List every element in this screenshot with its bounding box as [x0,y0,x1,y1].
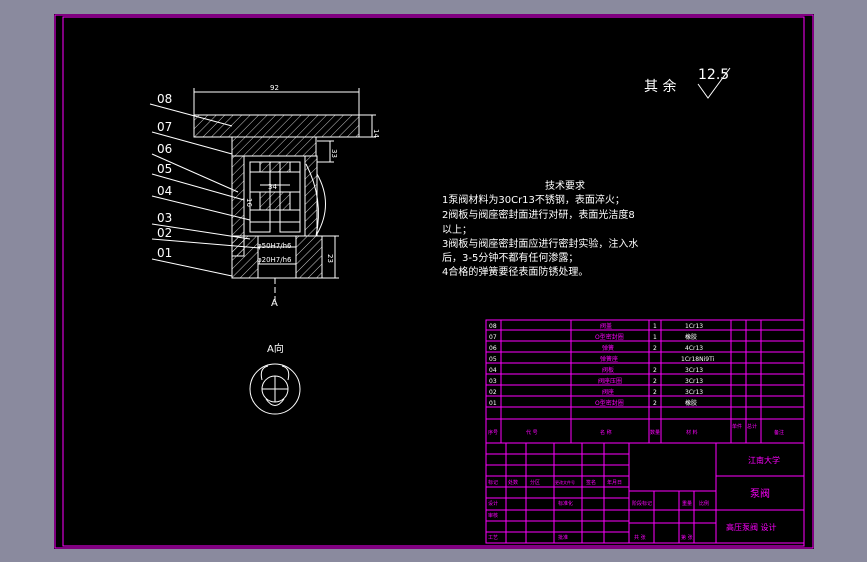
fit-50: φ50H7/h6 [257,242,292,250]
bom-row-1-material: 1Cr13 [685,323,703,330]
tech-line-3: 以上； [442,224,472,236]
bom-row-5-qty: 2 [653,367,657,374]
tb-check: 审核 [488,512,498,519]
bom-row-4-name: 弹簧座 [600,355,618,363]
bom-row-5-material: 3Cr13 [685,367,703,374]
bom-row-7-material: 3Cr13 [685,389,703,396]
bom-row-5-name: 阀板 [602,366,614,374]
section-mark: A [271,298,278,309]
bom-head-total: 总计 [747,423,757,430]
bom-head-unit: 单件 [732,423,742,430]
bom-row-4-no: 05 [489,356,497,363]
part-labels: 08 07 06 05 04 03 02 01 [157,92,172,260]
bom-row-6-name: 阀座压圈 [598,377,622,385]
tech-line-5: 后，3-5分钟不都有任何渗露； [442,251,578,264]
valve-section-view: 92 14 33 34 16 φ50H7/h6 φ20H7/h6 [149,84,380,309]
part-label-08: 08 [157,92,172,106]
bom-head-material: 材 料 [686,429,698,436]
tb-sheets: 共 张 [634,534,646,541]
bom-row-1-no: 08 [489,323,497,330]
fit-20: φ20H7/h6 [257,256,292,264]
bom-row-3-material: 4Cr13 [685,345,703,352]
bom-row-3-name: 弹簧 [602,344,614,352]
part-label-04: 04 [157,184,172,198]
tb-label-date: 年月日 [607,479,622,486]
part-label-03: 03 [157,211,172,225]
bom-row-2-name: O型密封圈 [595,333,624,341]
tb-std: 标准化 [558,500,573,507]
dim-34: 34 [268,183,277,191]
drawing-sheet: 其 余 12.5 技术要求 1泵阀材料为30Cr13不锈钢，表面淬火； 2阀板与… [54,14,814,549]
bom-row-3-qty: 2 [653,345,657,352]
outer-border [54,14,814,549]
bom-row-7-qty: 2 [653,389,657,396]
bom-row-6-qty: 2 [653,378,657,385]
bom-row-4-material: 1Cr18Ni9Ti [681,356,715,363]
tb-weight: 重量 [682,500,692,507]
bom-row-7-no: 02 [489,389,497,396]
dim-92: 92 [270,84,279,92]
inner-border [62,16,805,547]
bom-row-1-qty: 1 [653,323,657,330]
bill-of-materials: 08 阀盖 1 1Cr13 07 O型密封圈 1 橡胶 06 弹簧 2 4Cr1… [485,319,805,444]
tb-design: 设计 [488,500,498,507]
bom-row-1-name: 阀盖 [600,322,612,330]
roughness-prefix: 其 余 [644,78,676,95]
surface-roughness-symbol: 其 余 12.5 [644,67,731,99]
dim-14: 14 [372,129,380,138]
part-label-01: 01 [157,246,172,260]
title-block: 江南大学 泵阀 高压泵阀 设计 标记 处数 分区 更改文件号 签名 年月日 设计… [485,442,805,544]
bom-row-8-material: 橡胶 [685,399,697,407]
school-name: 江南大学 [748,455,780,465]
bom-head-name: 名 称 [600,429,612,436]
tb-label-change: 更改文件号 [555,479,575,485]
cad-canvas: 其 余 12.5 技术要求 1泵阀材料为30Cr13不锈钢，表面淬火； 2阀板与… [54,14,814,549]
dim-23: 23 [326,254,334,263]
view-label: A向 [267,342,284,355]
tech-line-2: 2阀板与阀座密封面进行对研，表面光洁度8 [442,208,635,221]
tb-approve: 批准 [558,534,568,541]
part-label-02: 02 [157,226,172,240]
bom-head-no: 序号 [488,429,498,436]
a-direction-view: A向 [249,342,301,415]
tb-stage: 阶段标记 [632,500,652,507]
tb-label-sign: 签名 [586,479,596,486]
dim-16: 16 [245,198,253,207]
tech-line-6: 4合格的弹簧要径表面防锈处理。 [442,265,588,278]
tech-line-1: 1泵阀材料为30Cr13不锈钢，表面淬火； [442,193,625,206]
bom-row-5-no: 04 [489,367,497,374]
tb-process: 工艺 [488,535,498,541]
technical-requirements: 技术要求 1泵阀材料为30Cr13不锈钢，表面淬火； 2阀板与阀座密封面进行对研… [442,179,638,278]
tb-label-mark: 标记 [488,479,498,486]
part-label-06: 06 [157,142,172,156]
bom-row-7-name: 阀座 [602,388,614,396]
bom-head-code: 代 号 [526,429,538,436]
tb-label-zone: 分区 [530,479,540,486]
tb-ratio: 比例 [699,500,709,507]
bom-row-2-material: 橡胶 [685,333,697,341]
tb-sheet-no: 第 张 [681,534,693,541]
tb-label-count: 处数 [508,479,518,486]
bom-head-note: 备注 [774,429,784,436]
bom-row-8-name: O型密封圈 [595,399,624,407]
drawing-subtitle: 高压泵阀 设计 [726,522,777,532]
bom-row-6-material: 3Cr13 [685,378,703,385]
bom-row-8-no: 01 [489,400,497,407]
bom-row-2-no: 07 [489,334,497,341]
bom-head-qty: 数量 [650,429,660,436]
tech-line-4: 3阀板与阀座密封面应进行密封实验，注入水 [442,237,638,250]
bom-row-8-qty: 2 [653,400,657,407]
part-label-07: 07 [157,120,172,134]
bom-row-2-qty: 1 [653,334,657,341]
bom-row-3-no: 06 [489,345,497,352]
bom-row-6-no: 03 [489,378,497,385]
dim-33: 33 [330,149,338,158]
tech-title: 技术要求 [545,179,585,192]
part-label-05: 05 [157,162,172,176]
drawing-name: 泵阀 [750,487,770,500]
